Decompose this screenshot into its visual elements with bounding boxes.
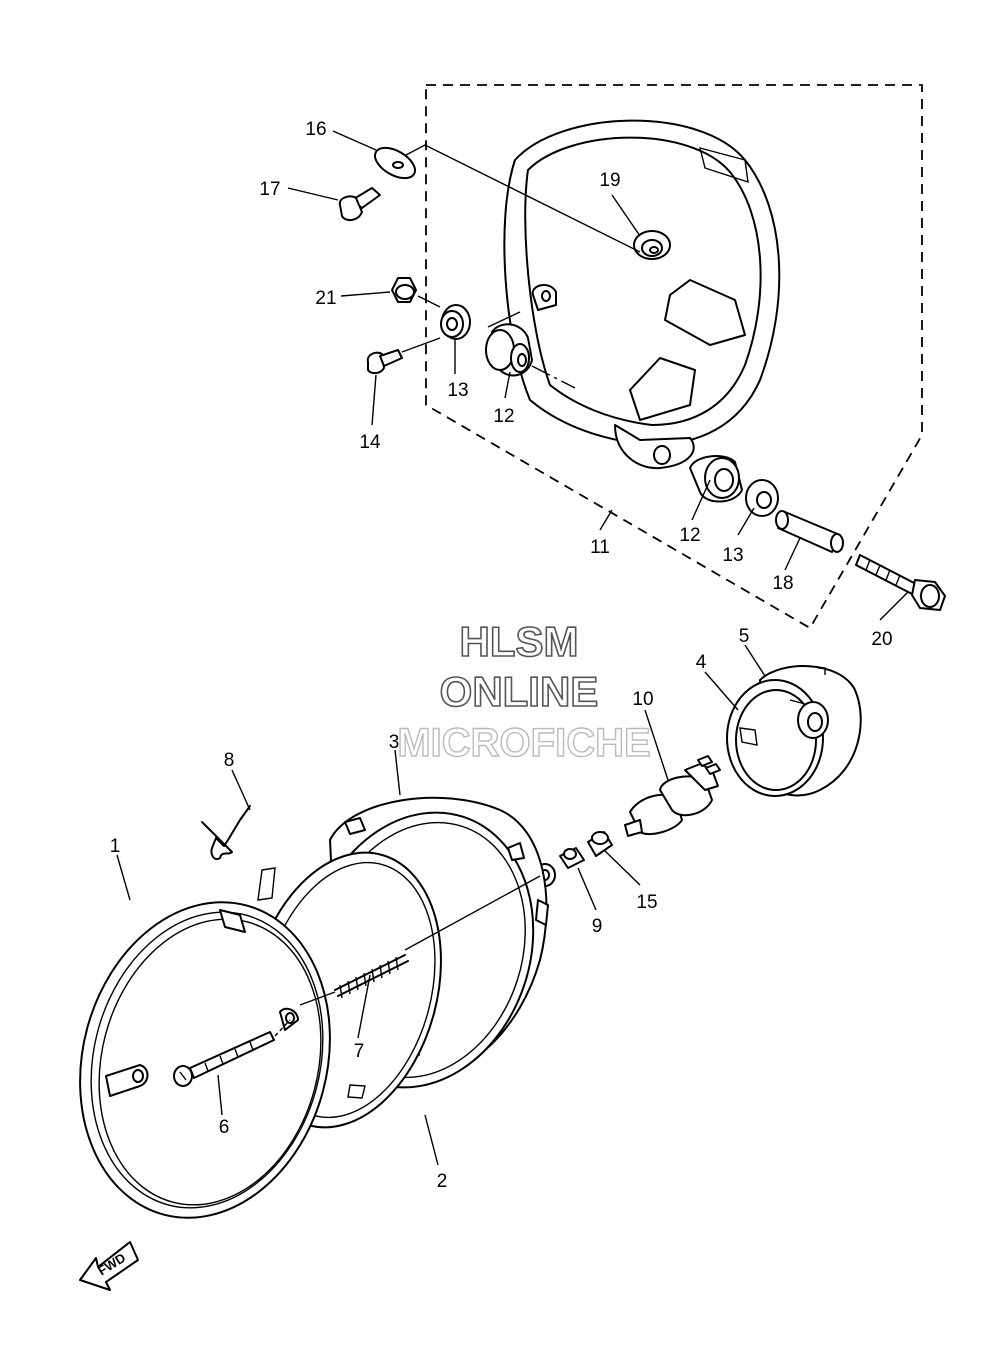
label-13-lower: 13 (722, 545, 743, 566)
leader-lines (116, 130, 909, 1166)
label-18: 16 (305, 119, 326, 140)
spring-clip-8 (201, 805, 251, 860)
bolt-20 (855, 554, 946, 611)
screw-6 (173, 1019, 291, 1087)
label-1: 1 (110, 836, 121, 857)
housing-assembly-boundary (425, 84, 923, 630)
label-20: 20 (871, 629, 892, 650)
label-21: 21 (315, 288, 336, 309)
bolt-19 (338, 187, 381, 222)
watermark-line-1: HLSM (460, 618, 579, 665)
callout-labels: 16 17 21 14 13 12 19 11 12 13 18 20 5 4 … (110, 119, 893, 1192)
grommet-13-lower (745, 479, 779, 517)
label-16: 14 (359, 432, 381, 453)
label-3: 3 (389, 732, 400, 753)
label-13-upper: 13 (447, 380, 468, 401)
label-2: 2 (437, 1171, 448, 1192)
label-9: 9 (592, 916, 603, 937)
spring-7 (299, 875, 541, 1006)
label-4: 4 (696, 652, 707, 673)
fwd-arrow-icon (79, 1241, 139, 1291)
collar-14 (775, 510, 844, 553)
label-6: 6 (219, 1117, 230, 1138)
watermark-line-2: ONLINE (440, 668, 599, 715)
label-7: 7 (354, 1041, 365, 1062)
label-17: 15 (636, 892, 657, 913)
label-10: 10 (632, 689, 653, 710)
label-12-upper: 12 (493, 406, 514, 427)
bushing-12-lower (689, 455, 743, 503)
screw-16 (366, 337, 441, 375)
label-8: 8 (224, 750, 235, 771)
nut-21 (391, 277, 441, 308)
label-12-lower: 12 (679, 525, 700, 546)
cap-17 (587, 831, 613, 857)
headlight-rim-1 (79, 901, 331, 1219)
label-5: 5 (739, 626, 750, 647)
bushing-12-upper (485, 311, 576, 389)
label-11: 11 (590, 537, 610, 558)
bulb-10 (624, 755, 721, 837)
socket-cover (726, 665, 862, 797)
label-15: 19 (599, 170, 620, 191)
label-14: 18 (772, 573, 793, 594)
headlight-housing (503, 119, 781, 470)
watermark-line-3: MICROFICHE (397, 721, 650, 765)
grommet-13-upper (440, 304, 471, 340)
label-19: 17 (259, 179, 280, 200)
watermark: HLSM ONLINE MICROFICHE (397, 617, 652, 766)
